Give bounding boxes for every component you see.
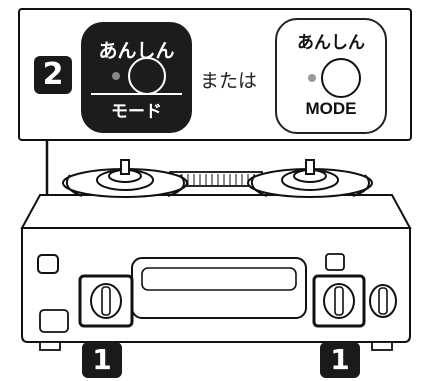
right-burner — [247, 159, 373, 198]
dark-button-lamp-dot-icon — [112, 72, 120, 80]
step-1-badge-right: 1 — [320, 342, 360, 378]
anshin-mode-button-dark — [81, 22, 192, 133]
light-button-circle-icon — [321, 58, 361, 98]
dark-button-graphic — [91, 57, 182, 95]
step-1-badge-left: 1 — [82, 342, 122, 378]
left-knob-highlight — [78, 274, 134, 328]
cooktop-surface — [20, 194, 412, 229]
dark-button-top-label: あんしん — [98, 40, 175, 62]
dark-button-bottom-label: モード — [111, 102, 162, 122]
anshin-mode-button-light — [275, 18, 387, 134]
light-button-lamp-dot-icon — [308, 74, 316, 82]
dark-button-circle-icon — [128, 57, 166, 95]
connector-text: または — [200, 70, 258, 92]
right-knob-highlight — [312, 274, 366, 328]
left-burner — [62, 159, 188, 198]
battery-box — [39, 309, 69, 333]
grill-window — [141, 267, 297, 291]
grill-ignition-button — [325, 253, 345, 271]
light-button-top-label: あんしん — [297, 33, 365, 53]
step-2-badge: 2 — [34, 56, 72, 94]
light-button-graphic — [308, 58, 361, 98]
anshin-lamp — [37, 254, 59, 274]
light-button-bottom-label: MODE — [305, 99, 357, 118]
